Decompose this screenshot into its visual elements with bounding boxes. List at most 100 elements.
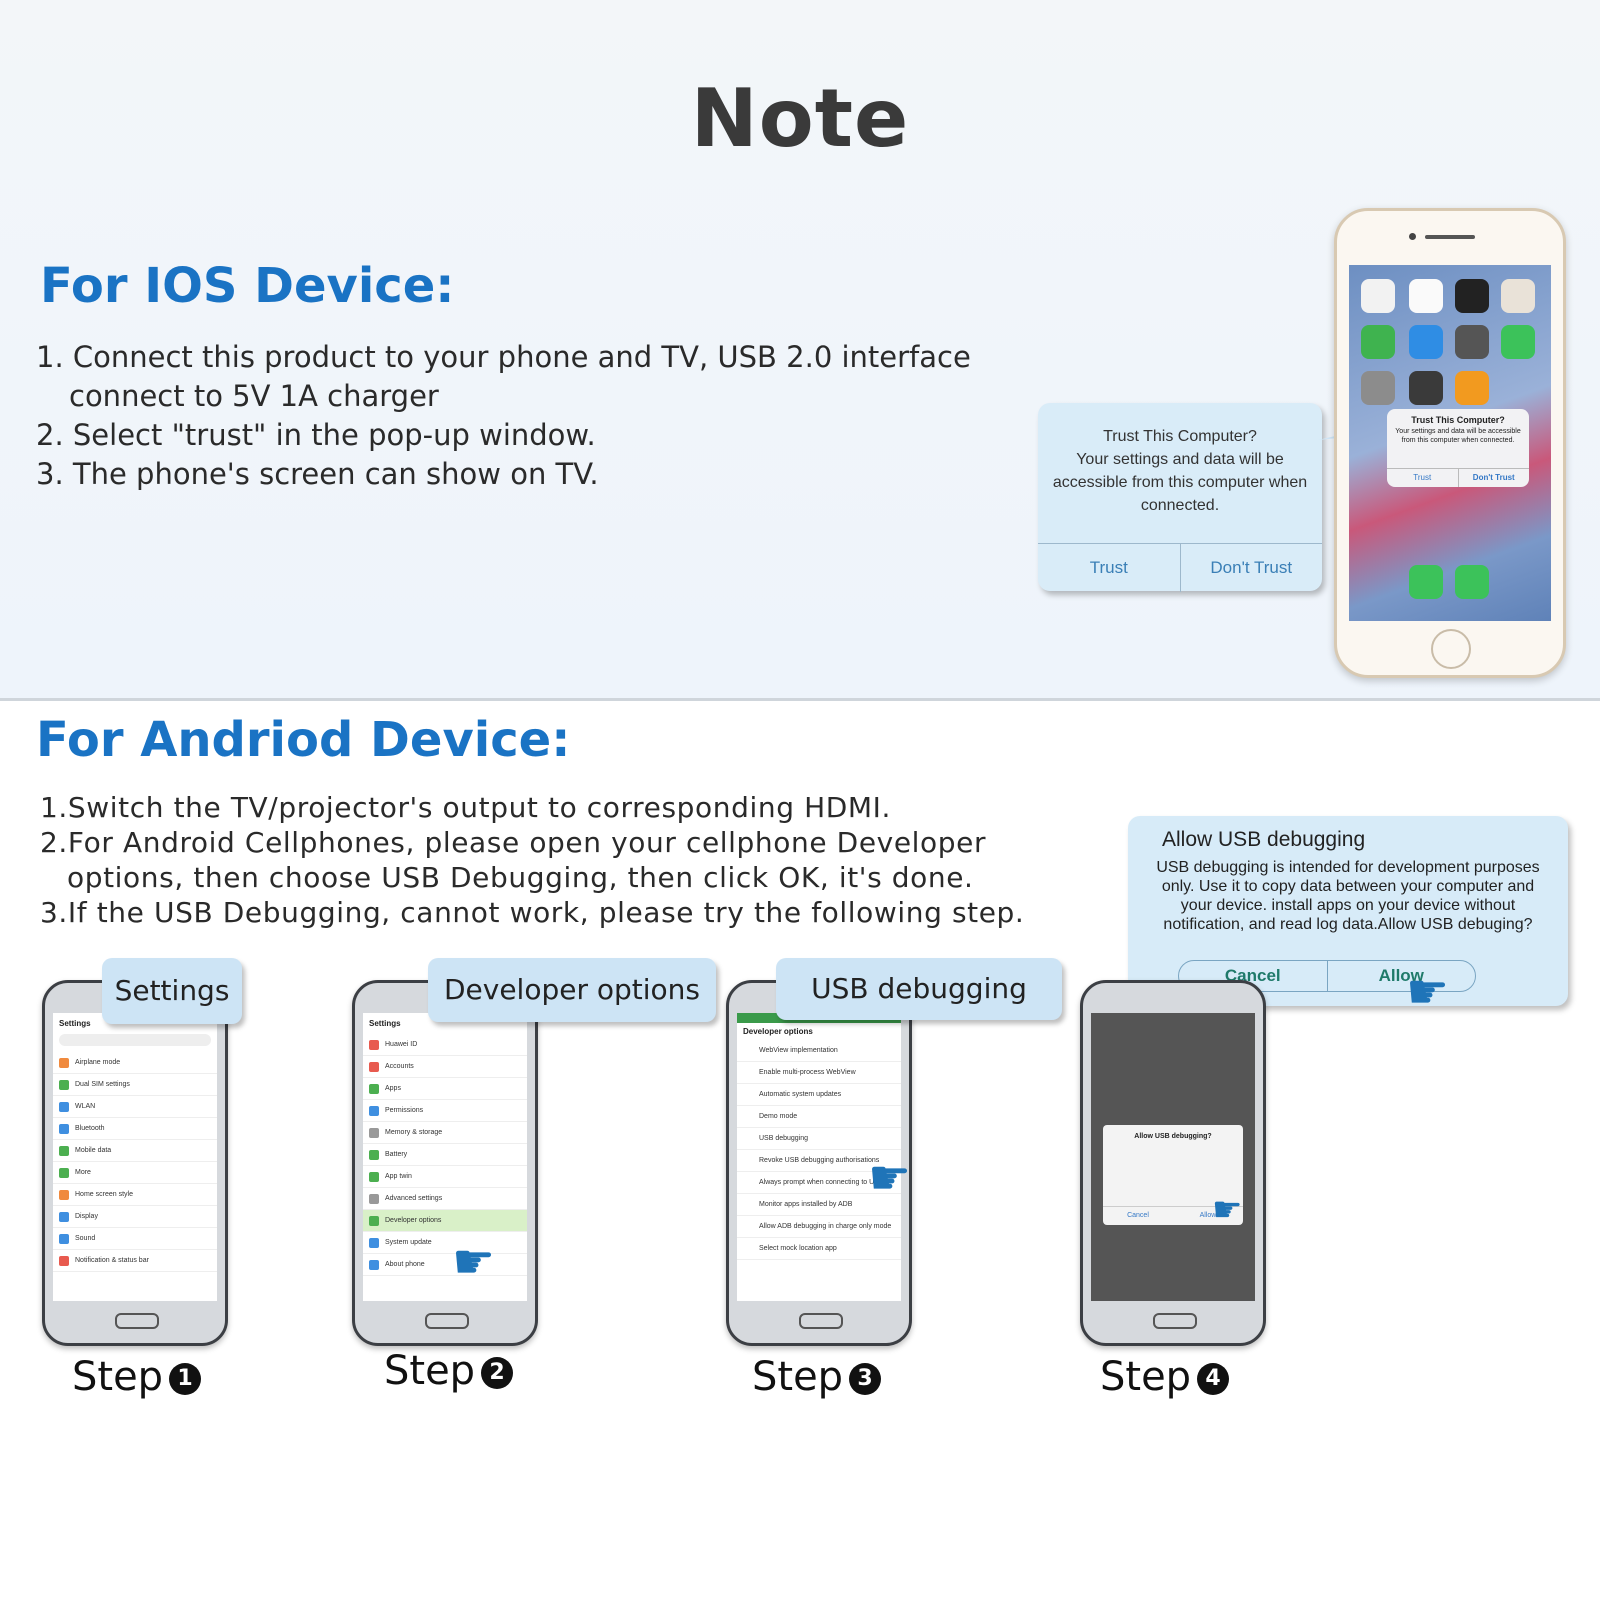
screen-header: Settings	[59, 1019, 91, 1028]
android-step-3: 3.If the USB Debugging, cannot work, ple…	[40, 896, 1025, 929]
home-button	[799, 1313, 843, 1329]
dont-trust-button[interactable]: Don't Trust	[1179, 544, 1323, 592]
settings-app-icon	[1361, 371, 1395, 405]
settings-row[interactable]: Sound	[53, 1228, 217, 1250]
home-button	[1153, 1313, 1197, 1329]
speaker-icon	[1425, 235, 1475, 239]
android-step-1: 1.Switch the TV/projector's output to co…	[40, 791, 892, 824]
trust-dialog-line: connected.	[1140, 497, 1220, 514]
pointing-hand-icon: ☛	[452, 1236, 496, 1289]
notes-app-icon	[1501, 279, 1535, 313]
settings-row[interactable]: Home screen style	[53, 1184, 217, 1206]
allow-button[interactable]: Allow	[1326, 961, 1476, 991]
ios-step-1-cont: connect to 5V 1A charger	[69, 379, 439, 413]
trust-button[interactable]: Trust	[1089, 558, 1128, 577]
settings-row[interactable]: System update	[363, 1232, 527, 1254]
ios-step-1: 1. Connect this product to your phone an…	[36, 340, 971, 374]
settings-row[interactable]: Advanced settings	[363, 1188, 527, 1210]
settings-row[interactable]: Airplane mode	[53, 1052, 217, 1074]
usb-debugging-dialog-callout: Allow USB debugging USB debugging is int…	[1128, 816, 1568, 1006]
photos-app-icon	[1361, 279, 1395, 313]
ios-section-background	[0, 0, 1600, 698]
pointing-hand-icon: ☛	[1212, 1191, 1243, 1229]
mini-usb-dialog-title: Allow USB debugging?	[1134, 1133, 1212, 1140]
settings-row[interactable]: App twin	[363, 1166, 527, 1188]
settings-row[interactable]: Bluetooth	[53, 1118, 217, 1140]
mini-dialog-title: Trust This Computer?	[1411, 415, 1505, 425]
folder-app-icon	[1409, 371, 1443, 405]
dev-option-row[interactable]: Enable multi-process WebView	[737, 1062, 901, 1084]
mini-allow-button[interactable]: Allow	[1199, 1212, 1217, 1219]
android-phone-step-4: Allow USB debugging? Cancel Allow	[1080, 980, 1266, 1346]
ios-heading: For IOS Device:	[40, 258, 455, 314]
dev-option-row[interactable]: Revoke USB debugging authorisations	[737, 1150, 901, 1172]
settings-row[interactable]: Accounts	[363, 1056, 527, 1078]
settings-callout: Settings	[102, 958, 242, 1024]
facetime-app-icon	[1501, 325, 1535, 359]
mini-usb-dialog-buttons: Cancel Allow	[1103, 1206, 1243, 1225]
phone-screen: Settings Huawei ID Accounts Apps Permiss…	[363, 1013, 527, 1301]
usb-dialog-body: USB debugging is intended for developmen…	[1156, 859, 1540, 933]
android-step-2-cont: options, then choose USB Debugging, then…	[67, 861, 974, 894]
dev-option-row[interactable]: WebView implementation	[737, 1040, 901, 1062]
settings-row[interactable]: Battery	[363, 1144, 527, 1166]
developer-options-callout: Developer options	[428, 958, 716, 1022]
camera-icon	[1409, 233, 1416, 240]
mini-dialog-buttons: Trust Don't Trust	[1387, 468, 1529, 487]
settings-row[interactable]: More	[53, 1162, 217, 1184]
dev-option-row[interactable]: Automatic system updates	[737, 1084, 901, 1106]
android-heading: For Andriod Device:	[36, 712, 571, 768]
pointing-hand-icon: ☛	[1406, 966, 1450, 1019]
calendar-app-icon	[1409, 279, 1443, 313]
section-divider	[0, 698, 1600, 701]
settings-row[interactable]: Mobile data	[53, 1140, 217, 1162]
mini-trust-dialog: Trust This Computer? Your settings and d…	[1387, 409, 1529, 487]
usb-dialog-title: Allow USB debugging	[1162, 828, 1366, 851]
clock-app-icon	[1455, 279, 1489, 313]
mini-cancel-button[interactable]: Cancel	[1127, 1212, 1149, 1219]
settings-row[interactable]: About phone	[363, 1254, 527, 1276]
settings-row[interactable]: Notification & status bar	[53, 1250, 217, 1272]
dev-option-row[interactable]: Always prompt when connecting to USB	[737, 1172, 901, 1194]
developer-options-row[interactable]: Developer options	[363, 1210, 527, 1232]
dev-option-row[interactable]: Select mock location app	[737, 1238, 901, 1260]
phone-screen: Settings Airplane mode Dual SIM settings…	[53, 1013, 217, 1301]
android-steps-list: 1.Switch the TV/projector's output to co…	[40, 790, 1040, 930]
home-button	[425, 1313, 469, 1329]
home-button	[1431, 629, 1471, 669]
android-step-2: 2.For Android Cellphones, please open yo…	[40, 826, 987, 859]
mini-dialog-body: Your settings and data will be accessibl…	[1395, 428, 1521, 444]
mini-dont-trust-button[interactable]: Don't Trust	[1457, 469, 1530, 487]
mini-trust-button[interactable]: Trust	[1413, 473, 1432, 482]
iphone-screen: Trust This Computer? Your settings and d…	[1349, 265, 1551, 621]
settings-row[interactable]: Display	[53, 1206, 217, 1228]
search-input[interactable]	[59, 1034, 211, 1046]
settings-row[interactable]: WLAN	[53, 1096, 217, 1118]
settings-row[interactable]: Permissions	[363, 1100, 527, 1122]
settings-row[interactable]: Memory & storage	[363, 1122, 527, 1144]
trust-dialog-message: Trust This Computer? Your settings and d…	[1038, 425, 1322, 517]
settings-row[interactable]: Apps	[363, 1078, 527, 1100]
android-phone-step-2: Settings Huawei ID Accounts Apps Permiss…	[352, 980, 538, 1346]
android-phone-step-1: Settings Airplane mode Dual SIM settings…	[42, 980, 228, 1346]
usb-debugging-callout: USB debugging	[776, 958, 1062, 1020]
dev-option-row[interactable]: Allow ADB debugging in charge only mode	[737, 1216, 901, 1238]
trust-dialog-line: accessible from this computer when	[1052, 474, 1308, 491]
screen-header: Settings	[369, 1019, 401, 1028]
trust-dialog-line: Your settings and data will be	[1076, 451, 1284, 468]
camera-app-icon	[1455, 325, 1489, 359]
app-store-icon	[1409, 325, 1443, 359]
wechat-app-icon	[1361, 325, 1395, 359]
pointing-hand-icon: ☛	[868, 1152, 912, 1205]
settings-row[interactable]: Huawei ID	[363, 1034, 527, 1056]
dev-option-row[interactable]: Demo mode	[737, 1106, 901, 1128]
usb-debugging-row[interactable]: USB debugging	[737, 1128, 901, 1150]
android-phone-step-3: Developer options WebView implementation…	[726, 980, 912, 1346]
iphone-illustration: Trust This Computer? Your settings and d…	[1334, 208, 1566, 678]
settings-row[interactable]: Dual SIM settings	[53, 1074, 217, 1096]
dev-option-row[interactable]: Monitor apps installed by ADB	[737, 1194, 901, 1216]
messages-app-icon	[1455, 565, 1489, 599]
